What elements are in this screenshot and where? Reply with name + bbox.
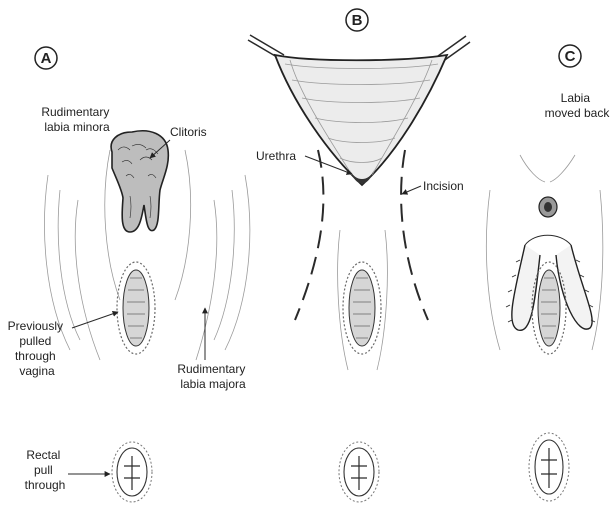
label-labia-moved-back: Labia moved back (545, 91, 610, 120)
panel-b-vagina (338, 230, 388, 370)
label-incision: Incision (423, 179, 464, 193)
panel-b-rectum (339, 442, 379, 502)
panel-c: C Labia moved back (486, 45, 610, 501)
panel-a-rectum (112, 442, 152, 502)
panel-a-badge: A (35, 47, 57, 69)
label-previously-pulled-through-vagina: Previously pulled through vagina (8, 319, 67, 378)
panel-b-flap (275, 55, 447, 185)
label-clitoris: Clitoris (170, 125, 207, 139)
incision-right (401, 150, 428, 320)
label-rudimentary-labia-minora: Rudimentary labia minora (41, 105, 112, 134)
panel-b-letter: B (352, 12, 363, 29)
panel-c-letter: C (565, 48, 576, 65)
label-rectal-pull-through: Rectal pull through (25, 448, 66, 492)
panel-a-vagina (117, 262, 155, 354)
arrow-vagina (72, 312, 118, 328)
panel-a-clitoris-mass (111, 131, 168, 232)
arrow-incision (402, 186, 421, 194)
panel-c-rectum (529, 433, 569, 501)
label-rudimentary-labia-majora: Rudimentary labia majora (177, 362, 248, 391)
panel-a: A (8, 47, 250, 502)
panel-c-urethral-area (539, 197, 557, 217)
label-urethra: Urethra (256, 149, 296, 163)
panel-b: B Urethra (248, 9, 470, 502)
panel-b-badge: B (346, 9, 368, 31)
panel-a-letter: A (41, 50, 52, 67)
incision-left (295, 150, 323, 320)
panel-c-badge: C (559, 45, 581, 67)
